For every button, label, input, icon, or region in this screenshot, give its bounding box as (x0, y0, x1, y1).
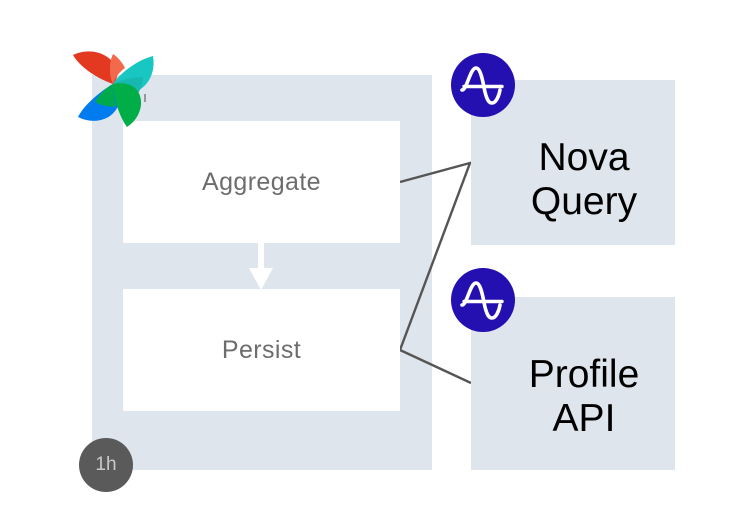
schedule-badge-label: 1h (95, 454, 117, 475)
amplitude-icon (451, 53, 515, 117)
amplitude-icon (451, 268, 515, 332)
destination-label-profile-api-line1: Profile (528, 352, 640, 396)
task-label-aggregate: Aggregate (202, 167, 321, 196)
aggregate-to-persist-arrow-icon (249, 240, 273, 290)
apache-airflow-logo-icon (73, 51, 154, 127)
task-node-aggregate[interactable]: Aggregate (123, 121, 400, 243)
destination-label-nova-query: Nova Query (509, 102, 637, 223)
task-node-persist[interactable]: Persist (123, 289, 400, 411)
destination-label-profile-api-line2: API (552, 396, 616, 440)
destination-label-nova-query-line1: Nova (538, 135, 630, 179)
schedule-badge[interactable]: 1h (79, 438, 133, 492)
task-label-persist: Persist (221, 335, 302, 364)
destination-label-profile-api: Profile API (507, 327, 640, 440)
destination-profile-api[interactable]: Profile API (471, 297, 675, 470)
stray-mark (144, 94, 146, 102)
destination-label-nova-query-line2: Query (530, 179, 638, 223)
